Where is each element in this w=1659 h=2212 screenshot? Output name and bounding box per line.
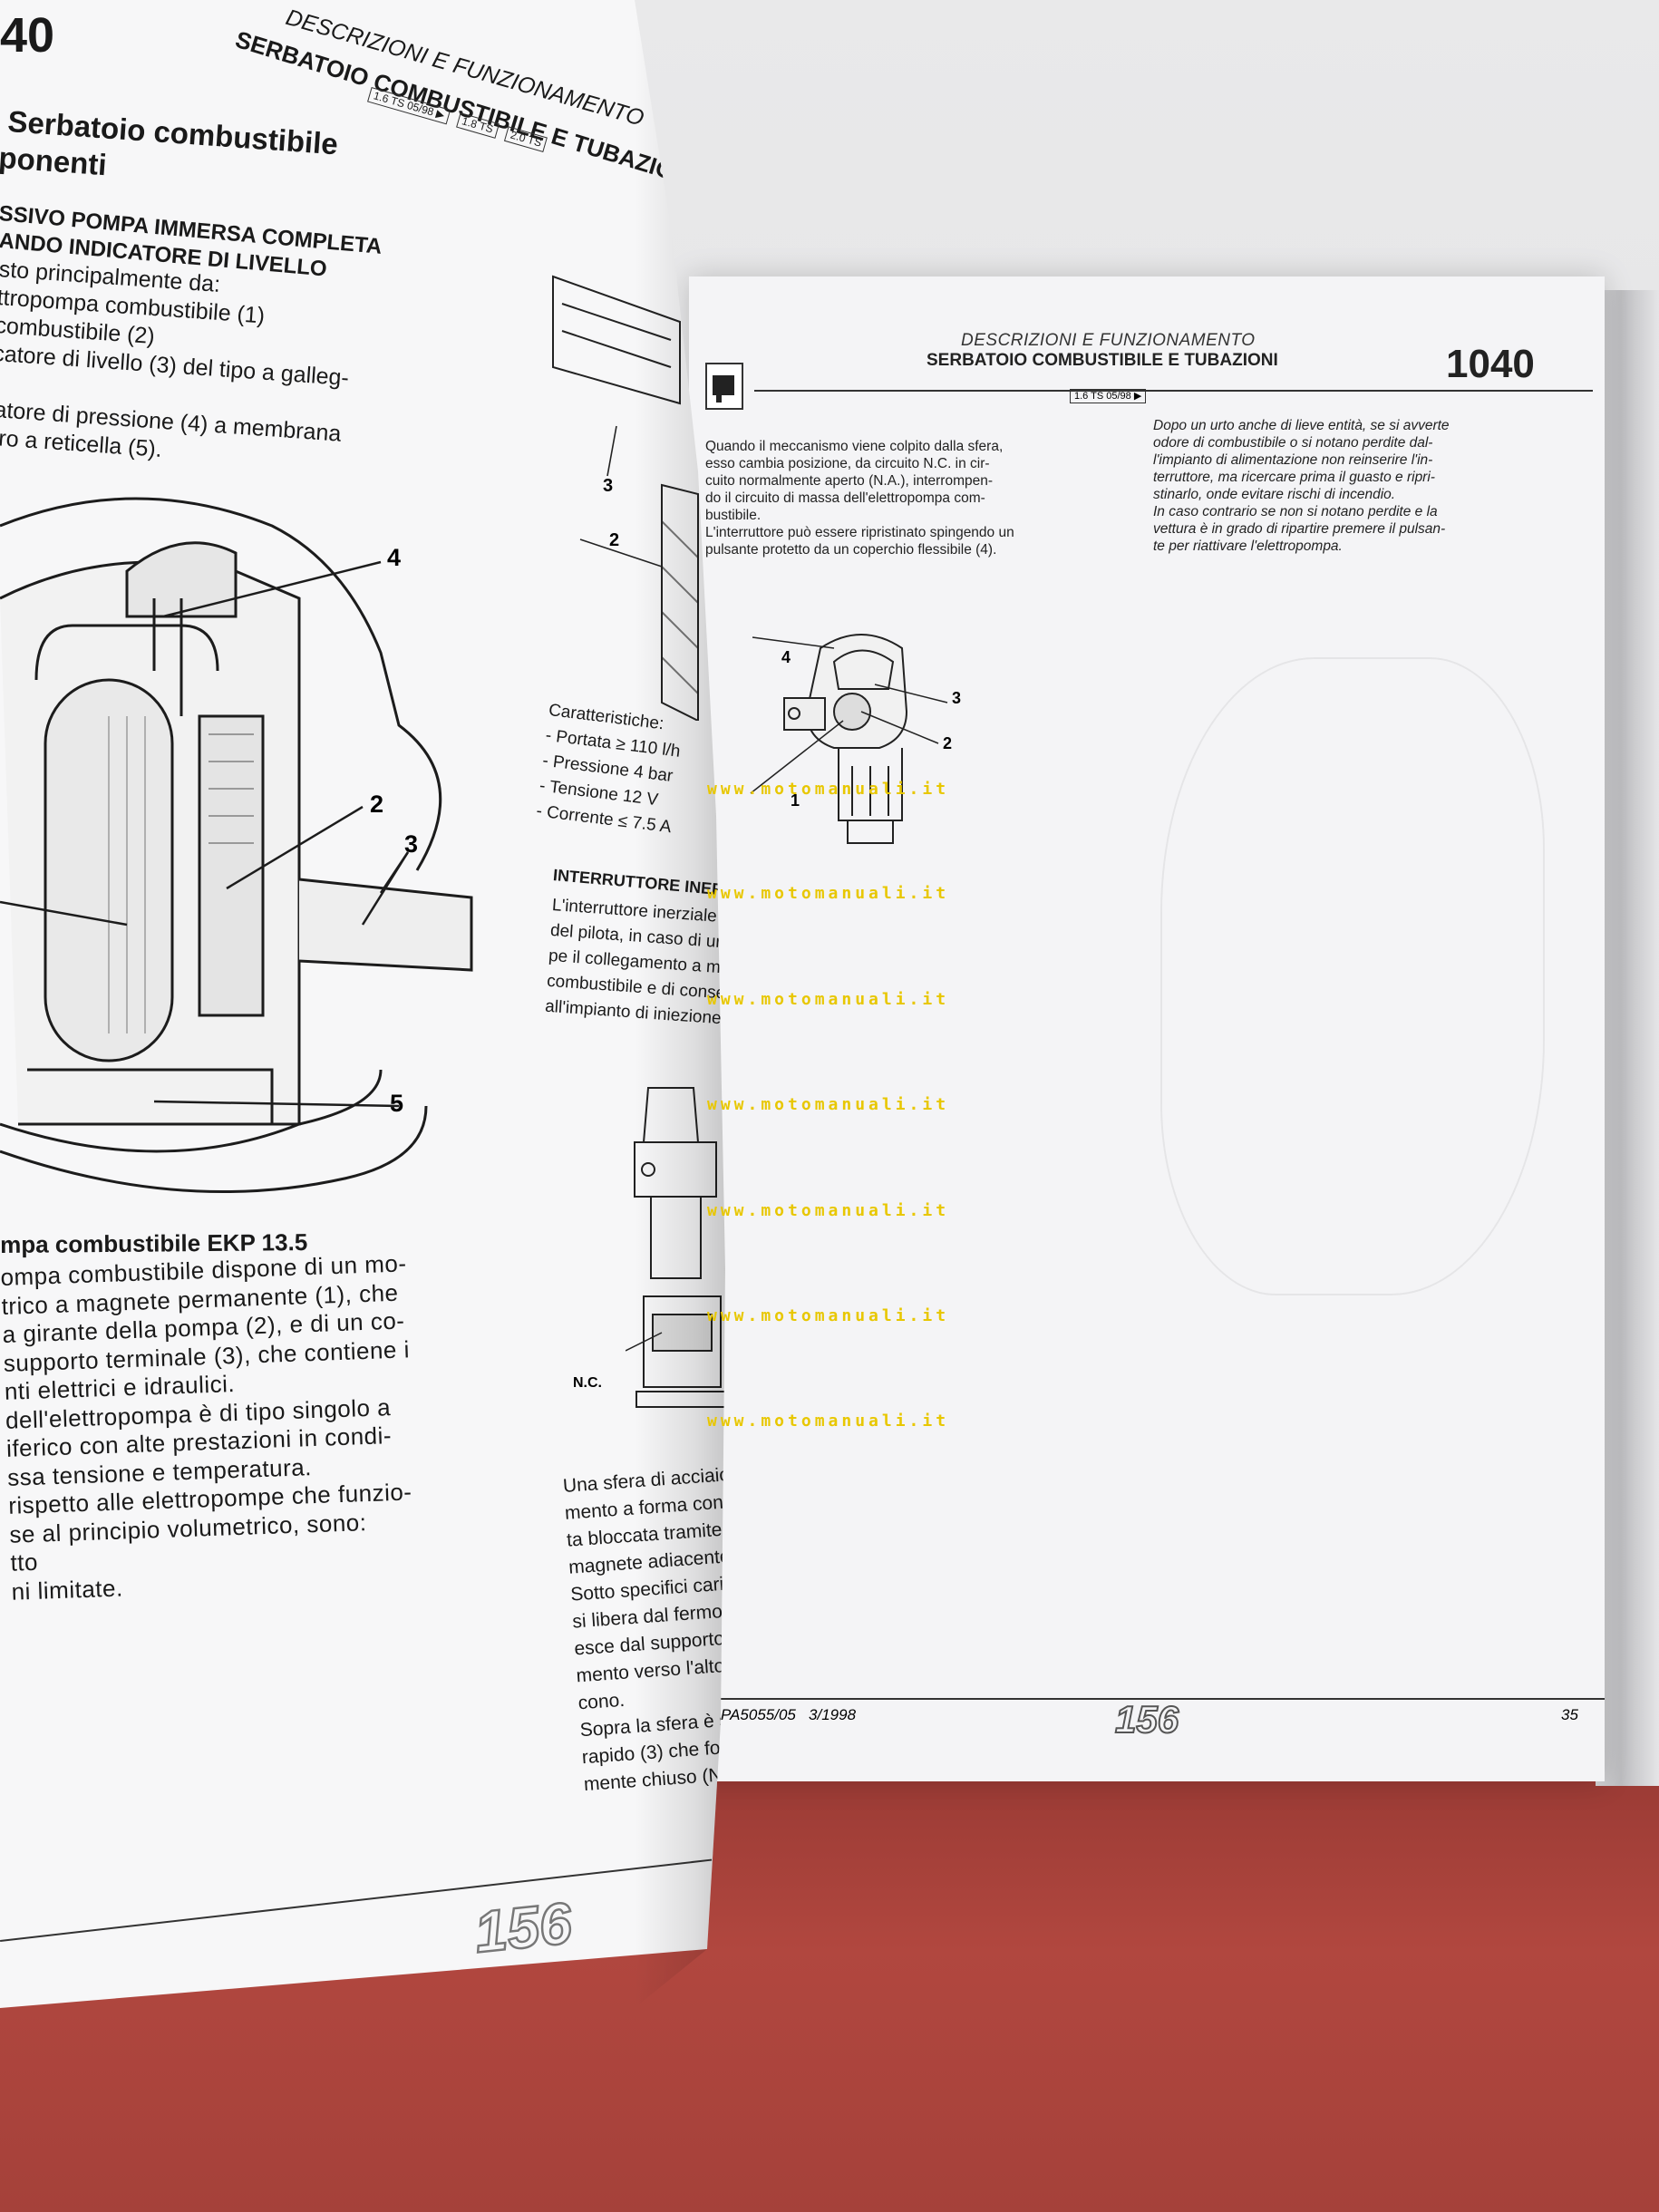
right-header-line2: SERBATOIO COMBUSTIBILE E TUBAZIONI [927, 351, 1278, 370]
right-header-rule [754, 390, 1593, 392]
right-footer-logo: 156 [1114, 1697, 1179, 1741]
col2-line: vettura è in grado di ripartire premere … [1153, 521, 1446, 537]
watermark-text: www.motomanuali.it [707, 1095, 950, 1114]
watermark-text: www.motomanuali.it [707, 990, 950, 1009]
pump-text: ompa combustibile dispone di un mo- tric… [0, 1249, 418, 1606]
diagram-label-5: 5 [390, 1090, 404, 1117]
col1-line: do il circuito di massa dell'elettropomp… [705, 490, 985, 506]
inertia-switch-figure [750, 634, 948, 844]
nc-label: N.C. [573, 1375, 602, 1391]
left-footer-logo: 156 [471, 1889, 576, 1966]
col2-line: stinarlo, onde evitare rischi di incendi… [1153, 487, 1396, 502]
col2-line: terruttore, ma ricercare prima il guasto… [1153, 470, 1435, 485]
figure-label-4: 4 [781, 648, 791, 666]
diagram-label-3: 3 [404, 830, 419, 858]
body-text: sto principalmente da: ttropompa combust… [0, 256, 355, 477]
right-page: DESCRIZIONI E FUNZIONAMENTO SERBATOIO CO… [689, 276, 1605, 1781]
col1-line: bustibile. [705, 508, 762, 523]
tank-connector-diagram [552, 275, 699, 721]
diagram-label-4: 4 [387, 544, 402, 571]
col2-line: In caso contrario se non si notano perdi… [1153, 504, 1438, 519]
right-header-line1: DESCRIZIONI E FUNZIONAMENTO [961, 331, 1256, 350]
right-page-number: 35 [1561, 1706, 1578, 1723]
page-stack-edge [1596, 290, 1659, 1786]
figure-label-2: 2 [943, 734, 953, 752]
col2-line: Dopo un urto anche di lieve entità, se s… [1153, 418, 1450, 433]
col2-line: l'impianto di alimentazione non reinseri… [1153, 452, 1433, 468]
col1-line: esso cambia posizione, da circuito N.C. … [705, 456, 990, 471]
col1-line: pulsante protetto da un coperchio flessi… [705, 542, 997, 558]
right-header-badge: 1.6 TS 05/98 ▶ [1070, 389, 1147, 403]
left-page-code: 40 [0, 8, 55, 63]
col2-line: odore di combustibile o si notano perdit… [1153, 435, 1433, 451]
inertia-switch-section-diagram [626, 1087, 725, 1408]
right-footer-code: PA5055/05 3/1998 [721, 1706, 857, 1723]
show-through-ghost [1160, 657, 1545, 1295]
right-col1-text: Quando il meccanismo viene colpito dalla… [705, 438, 1095, 558]
col1-line: cuito normalmente aperto (N.A.), interro… [705, 473, 994, 489]
small-diagram-label-2: 2 [609, 530, 620, 550]
watermark-text: www.motomanuali.it [707, 780, 950, 799]
watermark-text: www.motomanuali.it [707, 1201, 950, 1220]
figure-label-1: 1 [791, 791, 800, 810]
figure-label-3: 3 [952, 689, 962, 707]
col1-line: L'interruttore può essere ripristinato s… [705, 525, 1014, 540]
left-page: 40 DESCRIZIONI E FUNZIONAMENTO SERBATOIO… [0, 0, 725, 2008]
watermark-text: www.motomanuali.it [707, 884, 950, 903]
diagram-label-2: 2 [370, 791, 384, 818]
section-title-2: ponenti [0, 141, 108, 182]
right-header-icon [705, 363, 743, 410]
watermark-text: www.motomanuali.it [707, 1412, 950, 1431]
right-page-code: 1040 [1446, 342, 1535, 386]
watermark-text: www.motomanuali.it [707, 1306, 950, 1325]
small-diagram-label-3: 3 [603, 476, 614, 496]
fuel-pump-assembly-diagram [0, 497, 473, 1194]
right-footer-rule [689, 1698, 1605, 1700]
col1-line: Quando il meccanismo viene colpito dalla… [705, 439, 1004, 454]
col2-line: te per riattivare l'elettropompa. [1153, 538, 1343, 554]
left-footer-rule [0, 1858, 713, 1942]
right-col2-text: Dopo un urto anche di lieve entità, se s… [1153, 417, 1570, 555]
